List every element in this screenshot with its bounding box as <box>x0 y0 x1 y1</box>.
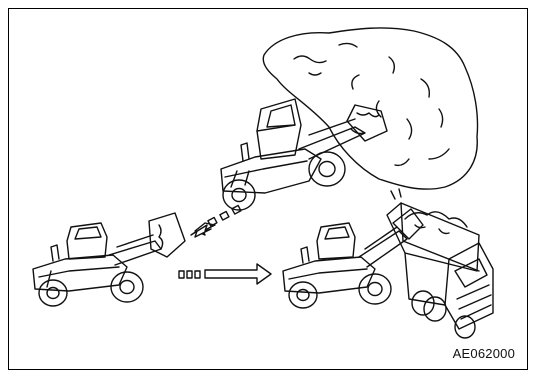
dump-truck-icon <box>387 189 493 338</box>
figure-frame: AE062000 <box>8 8 528 370</box>
loader-scooping-pile <box>221 99 387 210</box>
figure-code: AE062000 <box>453 346 515 361</box>
loading-sequence-illustration <box>9 9 529 371</box>
loader-reversing <box>33 213 185 306</box>
dashed-arrow-icon <box>179 264 271 284</box>
dashed-arrow-icon <box>191 205 241 237</box>
